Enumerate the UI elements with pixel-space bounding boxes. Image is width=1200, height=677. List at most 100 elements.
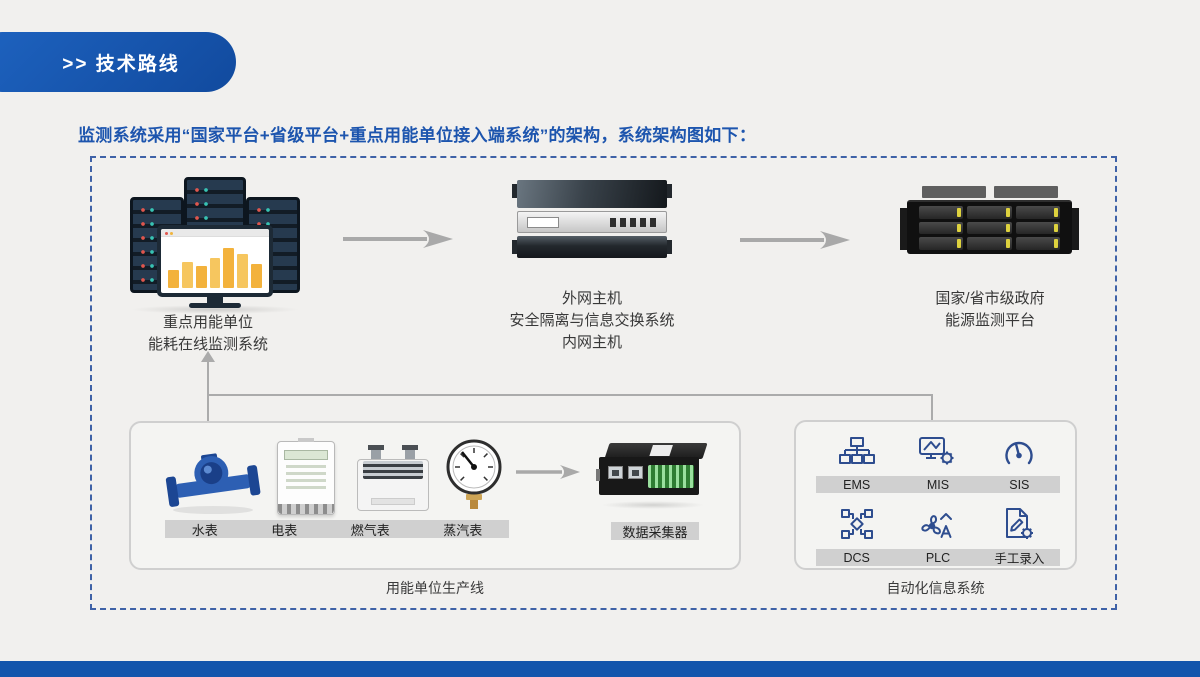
system-label: SIS (1009, 477, 1030, 492)
connector-line (207, 394, 933, 396)
drive-bay (1015, 221, 1060, 235)
manual-entry-icon (979, 501, 1060, 547)
plc-icon (897, 501, 978, 547)
systems-grid: EMS MIS SIS (816, 428, 1060, 574)
bar-segment (237, 253, 249, 288)
section-badge: >> 技术路线 (0, 32, 236, 92)
top-block (993, 186, 1058, 198)
footer-bar (0, 661, 1200, 677)
systems-icon-row (816, 428, 1060, 474)
automation-systems-box: EMS MIS SIS (794, 420, 1077, 570)
slide-heading: 监测系统采用“国家平台+省级平台+重点用能单位接入端系统”的架构，系统架构图如下… (78, 126, 757, 145)
collector-label: 数据采集器 (622, 524, 688, 540)
isolation-gateway-image (512, 180, 672, 265)
collector-label-bar: 数据采集器 (611, 522, 699, 540)
bar-segment (195, 266, 207, 288)
meter-label: 水表 (191, 522, 218, 538)
drive-bay (967, 206, 1012, 219)
meter-label: 燃气表 (350, 522, 390, 538)
terminal-block (648, 465, 694, 488)
rack-ports (610, 218, 658, 227)
collector-arrow-icon (516, 465, 580, 479)
rack-unit (517, 211, 667, 233)
flow-arrow-right-icon (343, 230, 453, 248)
gas-pipe (368, 445, 384, 461)
up-arrow-icon (201, 351, 215, 362)
meter-label: 电表 (271, 522, 298, 538)
gas-meter-image (357, 445, 429, 511)
bar-segment (223, 247, 235, 288)
meter-rows (286, 465, 326, 489)
node-label-line: 外网主机 (561, 290, 622, 307)
system-label: EMS (843, 477, 871, 492)
monitor-icon (157, 225, 273, 297)
production-caption: 用能单位生产线 (386, 580, 484, 596)
automation-caption: 自动化信息系统 (886, 580, 985, 596)
system-label: MIS (926, 477, 950, 492)
node-label-line: 重点用能单位 (162, 314, 253, 331)
node-label-enterprise: 重点用能单位 能耗在线监测系统 (108, 312, 308, 356)
collector-front (596, 457, 699, 495)
drive-bay (967, 221, 1012, 235)
meter-label: 蒸汽表 (443, 522, 483, 538)
rack-unit (512, 180, 672, 208)
node-label-line: 内网主机 (561, 334, 622, 351)
drive-bay (919, 206, 964, 219)
monitor-base (189, 303, 241, 308)
node-label-government: 国家/省市级政府 能源监测平台 (890, 288, 1090, 332)
monitor-stand (207, 297, 223, 304)
energy-monitoring-servers-image (130, 177, 300, 317)
node-label-line: 国家/省市级政府 (935, 290, 1045, 307)
node-label-line: 安全隔离与信息交换系统 (509, 312, 675, 329)
meter-label-bar: 水表 电表 燃气表 蒸汽表 (165, 520, 509, 538)
government-platform-server-image (900, 186, 1079, 254)
gas-meter-band (363, 461, 423, 479)
dcs-icon (816, 501, 897, 547)
drive-bay (919, 221, 964, 235)
monitor-screen (161, 229, 269, 293)
steam-meter-image (446, 439, 502, 509)
bar-segment (209, 258, 221, 288)
ems-icon (816, 428, 897, 474)
systems-icon-row (816, 501, 1060, 547)
rack-display (527, 217, 559, 228)
drive-bay (1015, 206, 1060, 219)
bar-segment (168, 269, 179, 288)
system-label: DCS (843, 550, 870, 565)
data-collector-image (596, 437, 709, 513)
server-top-units (907, 186, 1072, 198)
system-label: PLC (925, 550, 951, 565)
systems-label-bar: DCS PLC 手工录入 (816, 549, 1060, 566)
gas-pipe (402, 445, 418, 461)
browser-bar (161, 229, 269, 237)
node-label-line: 能源监测平台 (944, 312, 1035, 329)
drive-bay (967, 237, 1012, 250)
mis-icon (897, 428, 978, 474)
drive-bay (919, 237, 964, 250)
rack-unit (512, 236, 672, 258)
ethernet-port (608, 466, 623, 479)
flow-arrow-right-icon (740, 231, 850, 249)
water-meter-image (165, 453, 261, 514)
shadow (130, 305, 300, 314)
server-chassis (900, 200, 1079, 254)
shadow (601, 501, 705, 509)
gas-meter-label-plate (371, 498, 415, 505)
ethernet-port (628, 466, 643, 479)
drive-bay (1015, 237, 1060, 250)
meter-display (284, 450, 328, 460)
sis-icon (979, 428, 1060, 474)
systems-label-bar: EMS MIS SIS (816, 476, 1060, 493)
architecture-diagram-frame: 重点用能单位 能耗在线监测系统 外网主机 安全隔离与信息交换系统 内网主机 (90, 156, 1117, 610)
connector-line (207, 362, 209, 421)
meter-terminals (278, 504, 334, 514)
node-label-line: 能耗在线监测系统 (147, 336, 268, 353)
bar-chart-decoration (168, 244, 263, 288)
production-line-box: 水表 电表 燃气表 蒸汽表 数据采集器 (129, 421, 741, 570)
node-label-gateway: 外网主机 安全隔离与信息交换系统 内网主机 (482, 288, 702, 354)
section-badge-label: >> 技术路线 (62, 53, 180, 75)
system-label: 手工录入 (994, 552, 1045, 566)
bar-segment (181, 262, 193, 288)
connector-line (931, 394, 933, 420)
